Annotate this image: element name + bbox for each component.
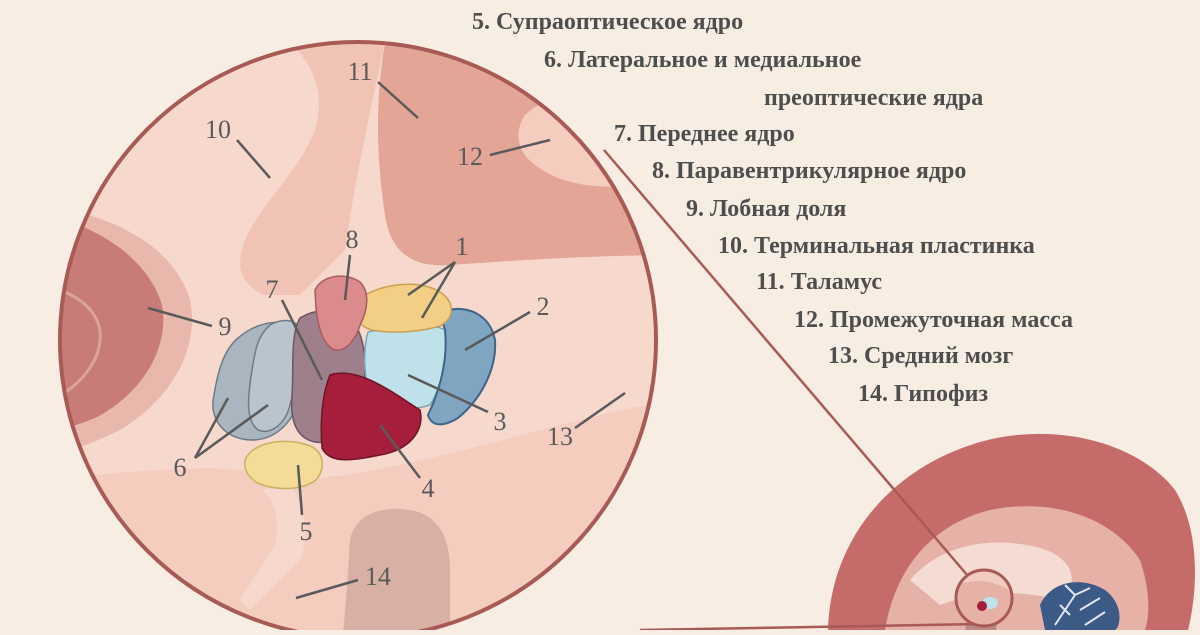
label-6: 6 xyxy=(174,453,187,482)
legend-item-14: 14. Гипофиз xyxy=(858,381,989,407)
label-10: 10 xyxy=(205,115,231,144)
legend-item-7: 7. Переднее ядро xyxy=(614,121,795,147)
number-labels: 10 11 12 8 1 2 7 9 6 3 13 4 5 14 xyxy=(174,57,574,591)
hypothalamic-nuclei xyxy=(212,275,497,490)
zoom-line-upper xyxy=(603,149,969,577)
legend-item-12: 12. Промежуточная масса xyxy=(794,307,1073,333)
label-4: 4 xyxy=(422,474,435,503)
legend-item-6: 6. Латеральное и медиальное xyxy=(544,47,862,73)
label-1: 1 xyxy=(456,232,469,261)
leader-lines xyxy=(147,81,626,600)
magnified-circle-border xyxy=(58,40,658,635)
nucleus-2 xyxy=(426,308,497,426)
label-12: 12 xyxy=(457,142,483,171)
zoom-line-lower xyxy=(639,622,981,632)
legend-item-8: 8. Паравентрикулярное ядро xyxy=(652,158,967,184)
legend-item-6-cont: преоптические ядра xyxy=(764,85,984,111)
legend-item-9: 9. Лобная доля xyxy=(686,196,847,222)
label-5: 5 xyxy=(300,517,313,546)
legend-item-13: 13. Средний мозг xyxy=(828,343,1014,369)
label-7: 7 xyxy=(266,275,279,304)
legend-item-11: 11. Таламус xyxy=(756,269,883,295)
nucleus-4 xyxy=(320,372,422,461)
label-9: 9 xyxy=(219,312,232,341)
label-14: 14 xyxy=(365,562,391,591)
label-2: 2 xyxy=(537,292,550,321)
label-13: 13 xyxy=(547,422,573,451)
label-8: 8 xyxy=(346,225,359,254)
label-11: 11 xyxy=(347,57,372,86)
nucleus-1 xyxy=(354,283,452,333)
magnified-view xyxy=(58,40,658,635)
brain-overview xyxy=(828,433,1195,630)
label-3: 3 xyxy=(494,407,507,436)
legend-item-10: 10. Терминальная пластинка xyxy=(718,233,1035,259)
legend-item-5: 5. Супраоптическое ядро xyxy=(472,9,744,35)
nucleus-5 xyxy=(243,440,323,490)
